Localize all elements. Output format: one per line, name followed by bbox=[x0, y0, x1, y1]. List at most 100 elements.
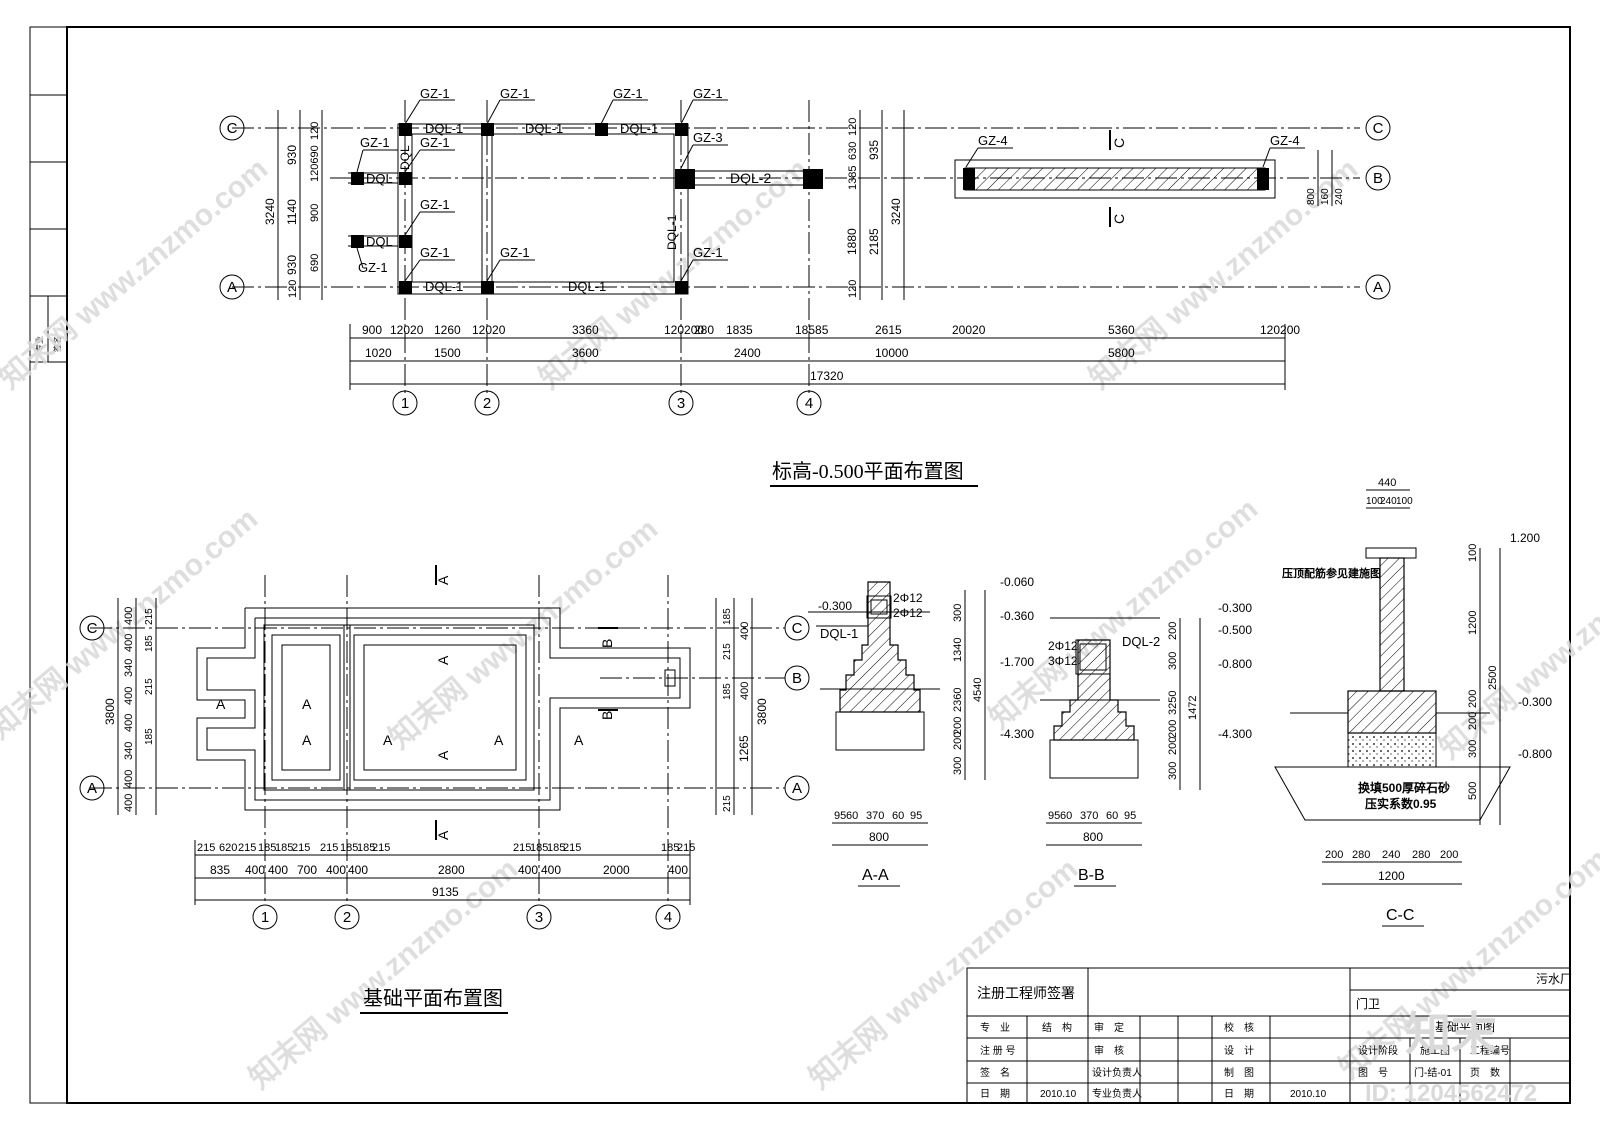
tb-label: 注 册 号 bbox=[980, 1044, 1016, 1057]
dim-text: 9135 bbox=[432, 885, 459, 899]
axis-label-1: 1 bbox=[261, 909, 269, 926]
plan-top: GZ-1 GZ-1 GZ-1 GZ-1 GZ-1 GZ-1 GZ-1 GZ-1 … bbox=[219, 86, 1391, 487]
dim-text: 1472 bbox=[1187, 696, 1199, 720]
dim-text: 1880 bbox=[845, 228, 859, 255]
dim-text: 400 bbox=[123, 714, 135, 732]
dim-text: 280 bbox=[694, 323, 714, 337]
axis-label-A: A bbox=[1373, 279, 1383, 296]
column-label: GZ-1 bbox=[500, 245, 530, 260]
dim-text: 1835 bbox=[726, 323, 753, 337]
margin-label-sign: 签名 bbox=[52, 336, 62, 352]
dim-text: 100 bbox=[1467, 544, 1479, 562]
column-label: GZ-1 bbox=[420, 86, 450, 101]
dim-text: 185 bbox=[722, 683, 733, 700]
axis-label-C: C bbox=[227, 120, 238, 137]
dim-text: 3240 bbox=[889, 198, 903, 225]
dim-text: 2360 bbox=[952, 688, 964, 712]
axis-bubble bbox=[219, 274, 245, 300]
dim-text: 3240 bbox=[263, 198, 277, 225]
dim-text: 2400 bbox=[734, 346, 761, 360]
dim-text: 185 bbox=[144, 728, 155, 745]
dim-text: 5360 bbox=[1108, 323, 1135, 337]
dim-text: 200 bbox=[1467, 690, 1479, 708]
dim-text: 185 bbox=[661, 842, 679, 854]
axis-label-C: C bbox=[87, 620, 98, 637]
dim-text: 60 bbox=[846, 810, 858, 822]
cut-mark: B bbox=[599, 711, 615, 720]
axis-label-4: 4 bbox=[805, 395, 813, 412]
dim-text: 400 bbox=[326, 863, 346, 877]
dim-text: 20020 bbox=[952, 323, 986, 337]
dim-text: 400 bbox=[518, 863, 538, 877]
dim-text: 340 bbox=[123, 742, 135, 760]
dim-text: 120 bbox=[847, 280, 859, 298]
dim-text: 3800 bbox=[755, 698, 769, 725]
column-labels: GZ-1 GZ-1 GZ-1 GZ-1 GZ-1 GZ-1 GZ-1 GZ-1 … bbox=[356, 86, 728, 282]
dim-text: 120200 bbox=[1260, 323, 1300, 337]
section-mark: C bbox=[1111, 214, 1127, 224]
dim-text: 60 bbox=[1106, 810, 1118, 822]
column-label: GZ-1 bbox=[358, 260, 388, 275]
dim-chain-right: 3240 935 2185 1880 120 1385 630 120 800 … bbox=[845, 110, 1345, 300]
signature-label: 注册工程师签署 bbox=[977, 985, 1075, 1001]
dim-chain-left: 3800 400 400 340 400 400 340 400 400 215… bbox=[103, 598, 157, 815]
dim-text: 60 bbox=[892, 810, 904, 822]
dim-text: 800 bbox=[1306, 188, 1317, 205]
plan-foundation: A A A A A A A A A A B B C A C B A 1 2 3 … bbox=[79, 565, 810, 1014]
dim-text: 700 bbox=[297, 863, 317, 877]
cut-mark: A bbox=[216, 696, 226, 712]
dim-text: 400 bbox=[668, 863, 688, 877]
dim-text: 400 bbox=[123, 607, 135, 625]
dim-text: 2800 bbox=[438, 863, 465, 877]
tb-value: 结 构 bbox=[1042, 1021, 1072, 1034]
axis-label-4: 4 bbox=[664, 909, 672, 926]
level-label: -0.800 bbox=[1518, 747, 1552, 761]
column-label: GZ-1 bbox=[360, 135, 390, 150]
level-label: 1.200 bbox=[1510, 531, 1540, 545]
section-aa: 2Φ12 2Φ12 -0.300 DQL-1 -0.060 -0.360 -1.… bbox=[808, 575, 1034, 887]
dim-text: 400 bbox=[123, 687, 135, 705]
rebar-label: 3Φ12 bbox=[1048, 654, 1078, 668]
dim-text: 1020 bbox=[365, 346, 392, 360]
tb-label: 校 核 bbox=[1224, 1021, 1254, 1034]
dim-text: 1200 bbox=[1467, 611, 1479, 635]
dim-text: 185 bbox=[357, 842, 375, 854]
dim-text: 370 bbox=[866, 810, 884, 822]
dim-text: 400 bbox=[268, 863, 288, 877]
section-title: C-C bbox=[1386, 907, 1414, 924]
dim-text: 120690 bbox=[309, 145, 321, 182]
dim-text: 800 bbox=[1083, 830, 1103, 844]
tb-value: 2010.10 bbox=[1040, 1089, 1077, 1100]
watermark-text: 知末网 www.znzmo.com bbox=[243, 852, 524, 1095]
dim-text: 2185 bbox=[867, 228, 881, 255]
dim-text: 1340 bbox=[952, 638, 964, 662]
dim-text: 60 bbox=[1060, 810, 1072, 822]
level-label: -4.300 bbox=[1218, 727, 1252, 741]
dim-text: 200 bbox=[1167, 622, 1179, 640]
beam-label: DQL bbox=[366, 171, 393, 186]
tb-label: 工程编号 bbox=[1470, 1044, 1510, 1057]
dim-text: 200 bbox=[952, 717, 964, 735]
section-bb: 2Φ12 3Φ12 DQL-2 -0.300 -0.500 -0.800 -4.… bbox=[1040, 601, 1252, 887]
dim-text: 400 bbox=[348, 863, 368, 877]
level-label: -0.500 bbox=[1218, 623, 1252, 637]
tb-value: 门-结-01 bbox=[1414, 1066, 1452, 1079]
dim-text: 400 bbox=[739, 682, 751, 700]
corner-watermark: 知末 ID: 1204562472 bbox=[1365, 1008, 1537, 1107]
tb-label: 设 计 bbox=[1224, 1044, 1254, 1057]
dim-text: 900 bbox=[309, 204, 321, 222]
dim-text: 1200 bbox=[1378, 869, 1405, 883]
dim-chain-right: 3800 1265 400 400 185 215 185 215 bbox=[715, 598, 769, 815]
dim-text: 280 bbox=[1352, 849, 1370, 861]
rebar-label: 2Φ12 bbox=[1048, 639, 1078, 653]
dim-text: 370 bbox=[1080, 810, 1098, 822]
cut-mark: B bbox=[599, 639, 615, 648]
column-label: GZ-1 bbox=[693, 245, 723, 260]
tb-label: 专 业 bbox=[980, 1021, 1010, 1034]
dim-text: 1385 bbox=[847, 166, 859, 190]
dim-text: 3800 bbox=[103, 698, 117, 725]
rebar-label: 2Φ12 bbox=[893, 591, 923, 605]
beam-label: DQL-1 bbox=[525, 121, 563, 136]
watermark-text: 知末网 www.znzmo.com bbox=[383, 512, 664, 755]
sheet-frame: 专业 签名 bbox=[29, 26, 1571, 1104]
